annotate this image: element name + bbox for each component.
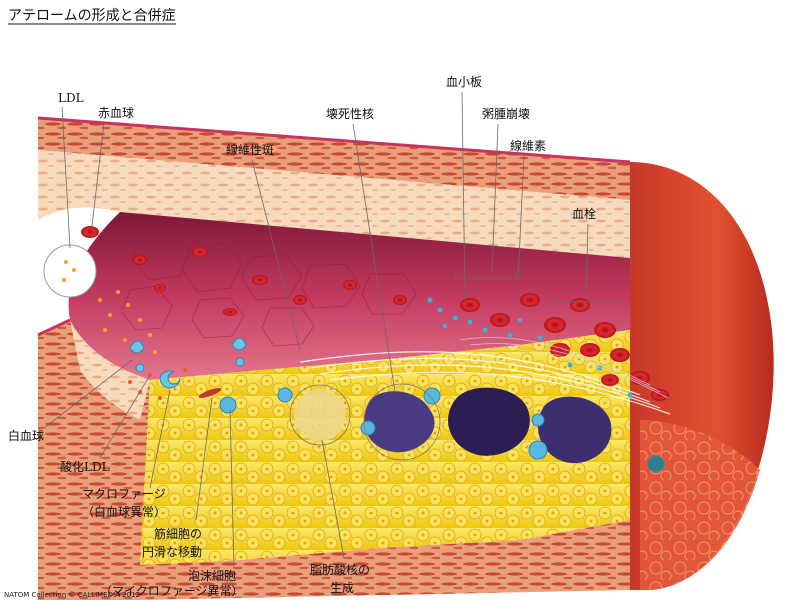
leader-lines xyxy=(43,91,589,569)
page-title: アテロームの形成と合併症 xyxy=(8,8,176,24)
label-macrophage-1: マクロファージ xyxy=(82,487,166,501)
rupture-bracket xyxy=(455,272,517,279)
ldl-particles xyxy=(98,290,157,354)
bottom-wall-rim xyxy=(37,318,71,337)
red-blood-cells xyxy=(81,226,407,316)
label-fragile-rupture: 粥腫崩壊 xyxy=(482,107,530,121)
lipid-pool xyxy=(294,389,346,441)
thrombus-bracket xyxy=(549,296,621,303)
label-fatty-core-2: 生成 xyxy=(330,581,354,595)
credit-text: NATOM Collection © CALLIMEDIA 2012 xyxy=(4,591,140,599)
fatty-core-highlight xyxy=(289,384,351,446)
top-wall-outer xyxy=(38,118,630,200)
artery-end-cap-cells xyxy=(640,420,760,590)
top-wall-intima xyxy=(38,150,630,258)
fibrous-cap xyxy=(299,351,671,415)
label-macrophage-2: （白血球異常） xyxy=(82,504,166,519)
fibrin-strands xyxy=(459,337,669,399)
label-ldl: LDL xyxy=(58,91,84,105)
platelets xyxy=(427,297,633,398)
ldl-magnifier xyxy=(43,244,97,298)
label-foam-cell-1: 泡沫細胞 xyxy=(188,569,236,583)
white-blood-cells xyxy=(129,337,247,373)
labels: LDL 赤血球 線維性斑 壊死性核 血小板 粥腫崩壊 線維素 血栓 白血球 酸化… xyxy=(8,75,596,598)
label-foam-cell-2: （マイクロファージ異常） xyxy=(100,584,244,598)
label-fibrous-plaque: 線維性斑 xyxy=(226,142,274,157)
label-fibrin: 線維素 xyxy=(510,138,546,153)
label-red-blood-cell: 赤血球 xyxy=(98,106,134,120)
artery xyxy=(37,116,774,600)
label-white-blood-cell: 白血球 xyxy=(8,428,44,443)
thrombus-cluster xyxy=(460,293,669,401)
macrophage-cell xyxy=(159,370,181,389)
bottom-wall-left-intima xyxy=(70,320,150,420)
label-thrombus: 血栓 xyxy=(572,206,596,221)
wall-red-cell xyxy=(198,388,222,398)
label-muscle-cell-1: 筋細胞の xyxy=(154,526,202,541)
label-necrotic-core: 壊死性核 xyxy=(326,107,374,121)
necrotic-highlight xyxy=(363,383,441,461)
label-oxidized-ldl: 酸化LDL xyxy=(60,459,110,474)
bottom-wall-media xyxy=(140,520,630,600)
label-platelet: 血小板 xyxy=(446,75,482,89)
top-wall-rim xyxy=(37,116,631,164)
label-muscle-cell-2: 円滑な移動 xyxy=(142,545,202,559)
foam-cells xyxy=(219,387,665,473)
ldl-magnifier-dots xyxy=(62,260,76,282)
label-fatty-core-1: 脂肪酸核の xyxy=(310,562,370,577)
necrotic-cores xyxy=(364,387,612,464)
